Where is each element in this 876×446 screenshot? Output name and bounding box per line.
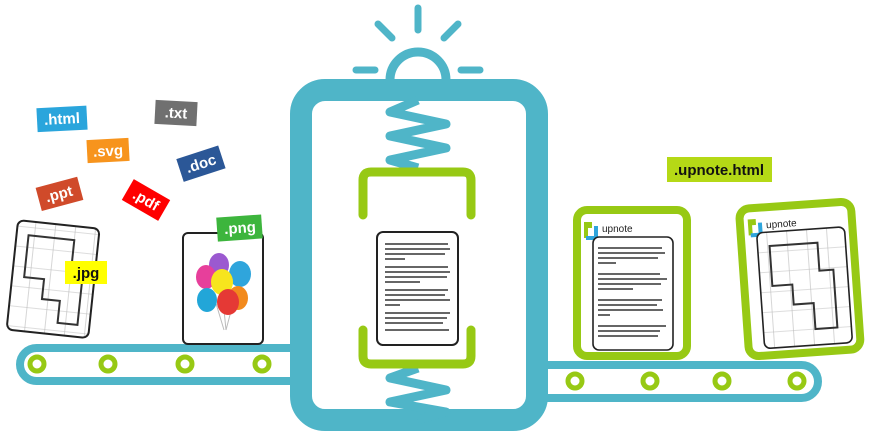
upnote-brand-label: upnote	[766, 218, 798, 231]
roller	[175, 354, 195, 374]
tag-pdf: .pdf	[121, 179, 171, 221]
upnote-image-output: upnote	[735, 197, 865, 361]
upnote-brand-label: upnote	[602, 224, 633, 235]
roller	[27, 354, 47, 374]
bottom-spring	[385, 363, 451, 425]
tag-upnote-html: .upnote.html	[667, 157, 772, 182]
roller	[252, 354, 272, 374]
tag-label: .upnote.html	[674, 162, 764, 179]
upnote-logo-icon	[584, 222, 598, 240]
tag-png: .png	[216, 214, 263, 242]
tag-svg: .svg	[86, 137, 130, 164]
roller	[787, 371, 807, 391]
press-bracket	[358, 167, 476, 369]
upnote-document-output: upnote	[573, 206, 691, 360]
tag-label: .svg	[93, 142, 124, 161]
roller	[98, 354, 118, 374]
converter-machine	[290, 4, 548, 431]
tag-label: .ppt	[44, 183, 75, 207]
tag-ppt: .ppt	[35, 176, 84, 212]
tag-html: .html	[36, 105, 88, 133]
tag-label: .jpg	[73, 265, 100, 282]
tag-doc: .doc	[176, 145, 226, 182]
tag-label: .png	[224, 219, 257, 238]
top-spring	[385, 95, 451, 173]
roller	[565, 371, 585, 391]
lightbulb-icon	[352, 4, 484, 81]
roller	[640, 371, 660, 391]
document-icon	[376, 231, 459, 346]
tag-jpg: .jpg	[65, 261, 107, 284]
balloons-image-file	[182, 232, 264, 345]
tag-txt: .txt	[154, 99, 198, 127]
tag-label: .txt	[164, 104, 187, 122]
tag-label: .html	[44, 110, 81, 129]
roller	[712, 371, 732, 391]
